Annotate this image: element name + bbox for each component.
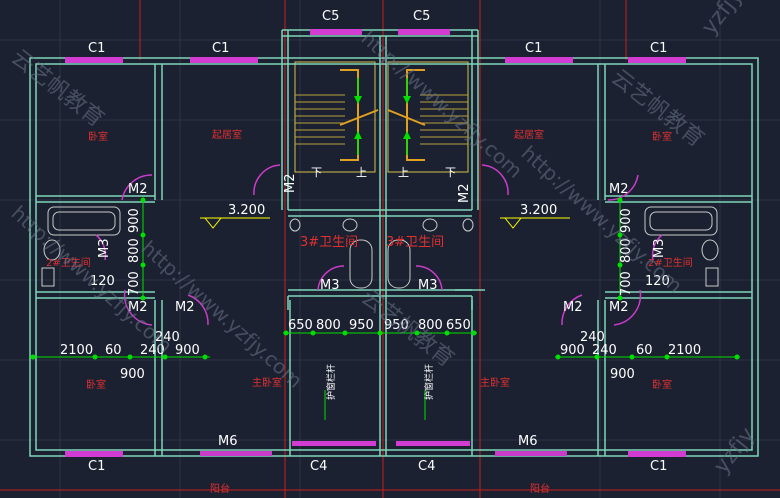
bathroom-fixtures xyxy=(41,206,719,289)
watermark-edge: yzfjy xyxy=(697,0,748,40)
dimension-240: 240 xyxy=(155,330,180,345)
door-label-m3-vertical: M3 xyxy=(97,239,112,259)
window-c1-top-right-1 xyxy=(505,57,573,63)
window-label-c5: C5 xyxy=(322,9,339,24)
dimension-800: 800 xyxy=(418,318,443,333)
dimension-240: 240 xyxy=(592,343,617,358)
elevation-markers xyxy=(200,217,570,229)
window-c1-bottom-right xyxy=(628,451,686,457)
door-label-m2: M2 xyxy=(609,300,629,315)
window-c4-left xyxy=(292,441,376,446)
window-label-c1: C1 xyxy=(650,41,667,56)
dimension-800: 800 xyxy=(316,318,341,333)
dimension-650: 650 xyxy=(446,318,471,333)
dimension-650: 650 xyxy=(288,318,313,333)
dimension-950: 950 xyxy=(349,318,374,333)
dimension-ticks xyxy=(30,197,740,360)
dimension-900-vertical: 900 xyxy=(127,208,142,233)
guardrail-label: 护窗栏杆 xyxy=(325,364,337,400)
dimension-800-vertical: 800 xyxy=(619,238,634,263)
dimension-200-vertical: 700 xyxy=(619,271,634,296)
window-c5-right xyxy=(398,29,450,35)
door-label-m3-vertical: M3 xyxy=(652,239,667,259)
windows xyxy=(65,29,686,457)
dimension-240: 240 xyxy=(140,343,165,358)
door-label-m2: M2 xyxy=(128,182,148,197)
room-label-bedroom: 卧室 xyxy=(86,378,106,391)
dimension-900: 900 xyxy=(560,343,585,358)
window-c1-top-left-2 xyxy=(190,57,258,63)
stair-up-label: 上 xyxy=(398,166,409,179)
elevation-value: 3.200 xyxy=(228,203,265,218)
window-c1-bottom-left xyxy=(65,451,123,457)
window-label-c5: C5 xyxy=(413,9,430,24)
door-label-m3: M3 xyxy=(320,278,340,293)
dimension-900: 900 xyxy=(175,343,200,358)
guardrail-label: 护窗栏杆 xyxy=(423,364,435,400)
window-m6-left xyxy=(200,451,272,456)
dimension-2100: 2100 xyxy=(60,343,93,358)
dimension-700-vertical: 700 xyxy=(127,271,142,296)
door-swings xyxy=(95,164,663,326)
watermark-url: http://www.yzfjy.com xyxy=(357,26,528,183)
window-label-c1: C1 xyxy=(525,41,542,56)
door-label-m3: M3 xyxy=(418,278,438,293)
room-label-bathroom-2: 2#卫生间 xyxy=(46,256,91,269)
room-label-bathroom-2: 2#卫生间 xyxy=(648,256,693,269)
room-label-bathroom-3: 3#卫生间 xyxy=(386,235,444,250)
window-c1-top-right-2 xyxy=(628,57,686,63)
dimension-60: 60 xyxy=(105,343,122,358)
room-label-master-bedroom: 主卧室 xyxy=(480,376,510,389)
stair-structure xyxy=(294,61,469,173)
room-label-balcony: 阳台 xyxy=(210,482,230,495)
window-label-c4: C4 xyxy=(310,459,327,474)
dimension-800-vertical: 800 xyxy=(127,238,142,263)
door-label-m2-vertical: M2 xyxy=(283,174,298,194)
window-label-c4: C4 xyxy=(418,459,435,474)
room-label-living-room: 起居室 xyxy=(212,128,242,141)
dimension-900: 900 xyxy=(120,367,145,382)
door-label-m2: M2 xyxy=(563,300,583,315)
dimension-120: 120 xyxy=(90,274,115,289)
dimension-240: 240 xyxy=(580,330,605,345)
door-label-m2: M2 xyxy=(128,300,148,315)
room-label-living-room: 起居室 xyxy=(514,128,544,141)
room-label-bathroom-3: 3#卫生间 xyxy=(300,235,358,250)
room-label-bedroom: 卧室 xyxy=(652,130,672,143)
room-label-bedroom: 卧室 xyxy=(652,378,672,391)
window-c4-right xyxy=(396,441,470,446)
door-label-m6: M6 xyxy=(218,434,238,449)
watermark-url: http://www.yzfjy.com xyxy=(517,141,688,298)
dimension-60: 60 xyxy=(636,343,653,358)
window-m6-right xyxy=(495,451,567,456)
room-label-balcony: 阳台 xyxy=(530,482,550,495)
dimension-900: 900 xyxy=(610,367,635,382)
dimension-900-vertical: 900 xyxy=(619,208,634,233)
room-label-bedroom: 卧室 xyxy=(88,130,108,143)
dimension-120: 120 xyxy=(645,274,670,289)
window-label-c1: C1 xyxy=(650,459,667,474)
watermark-url: http://www.yzfjy.com xyxy=(7,201,178,358)
window-c5-left xyxy=(310,29,362,35)
elevation-value: 3.200 xyxy=(520,203,557,218)
door-label-m6: M6 xyxy=(518,434,538,449)
window-label-c1: C1 xyxy=(212,41,229,56)
door-label-m2: M2 xyxy=(609,182,629,197)
door-label-m2: M2 xyxy=(175,300,195,315)
window-c1-top-left-1 xyxy=(65,57,123,63)
dimension-950: 950 xyxy=(384,318,409,333)
dimension-2100: 2100 xyxy=(668,343,701,358)
stair-down-label: 下 xyxy=(445,166,456,179)
door-label-m2-vertical: M2 xyxy=(457,184,472,204)
stair-down-label: 下 xyxy=(311,166,322,179)
window-label-c1: C1 xyxy=(88,41,105,56)
stair-up-label: 上 xyxy=(356,166,367,179)
window-label-c1: C1 xyxy=(88,459,105,474)
room-label-master-bedroom: 主卧室 xyxy=(252,376,282,389)
